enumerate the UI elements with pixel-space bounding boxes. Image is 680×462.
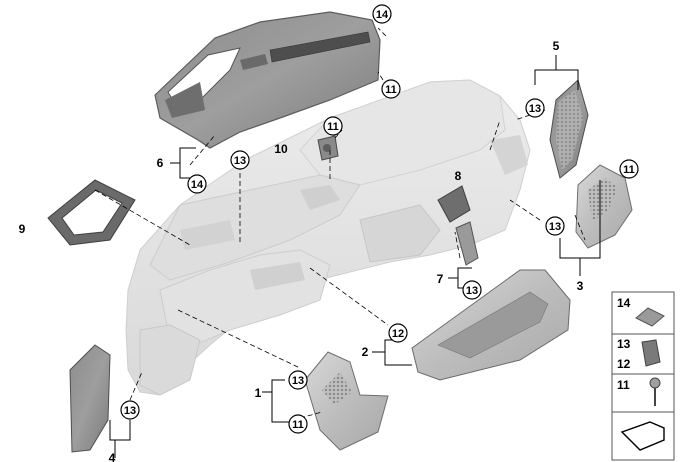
small-bracket bbox=[437, 185, 471, 223]
ref-6: 6 bbox=[157, 156, 164, 170]
ref-7: 7 bbox=[437, 272, 444, 286]
sensor-part bbox=[317, 135, 339, 161]
svg-text:11: 11 bbox=[623, 164, 635, 176]
end-cap bbox=[69, 344, 111, 453]
vent-trim-left bbox=[304, 351, 389, 451]
callout-14-top: 14 bbox=[372, 4, 392, 24]
svg-text:11: 11 bbox=[327, 121, 339, 133]
callout-11-cover: 11 bbox=[381, 79, 401, 99]
callout-13-bracket: 13 bbox=[462, 280, 482, 300]
callout-14-left: 14 bbox=[187, 174, 207, 194]
legend-label-12: 12 bbox=[617, 357, 631, 371]
svg-text:11: 11 bbox=[292, 419, 304, 431]
fastener-legend: 14 13 12 11 bbox=[611, 291, 675, 461]
callout-11-center: 11 bbox=[323, 116, 343, 136]
svg-text:13: 13 bbox=[466, 285, 478, 297]
legend-label-14: 14 bbox=[617, 296, 631, 310]
svg-text:13: 13 bbox=[292, 375, 304, 387]
callout-11-vent: 11 bbox=[619, 159, 639, 179]
ref-10: 10 bbox=[274, 142, 288, 156]
svg-text:12: 12 bbox=[392, 328, 404, 340]
svg-text:13: 13 bbox=[549, 221, 561, 233]
vent-trim-right bbox=[575, 164, 633, 249]
ref-8: 8 bbox=[455, 169, 462, 183]
callout-13-endcap: 13 bbox=[120, 400, 140, 420]
svg-text:11: 11 bbox=[385, 84, 397, 96]
svg-text:13: 13 bbox=[234, 155, 246, 167]
svg-text:13: 13 bbox=[124, 405, 136, 417]
callout-12-trim: 12 bbox=[388, 323, 408, 343]
legend-label-11: 11 bbox=[617, 378, 630, 392]
svg-text:14: 14 bbox=[376, 9, 389, 21]
callout-13-cover: 13 bbox=[230, 150, 250, 170]
ref-1: 1 bbox=[255, 386, 262, 400]
svg-text:14: 14 bbox=[191, 179, 204, 191]
ref-4: 4 bbox=[109, 451, 116, 462]
ref-5: 5 bbox=[553, 39, 560, 53]
trim-frame bbox=[47, 179, 136, 246]
svg-text:13: 13 bbox=[529, 103, 541, 115]
instrument-cluster-cover bbox=[154, 11, 381, 149]
ref-9: 9 bbox=[19, 222, 26, 236]
ref-3: 3 bbox=[577, 279, 584, 293]
callout-13-vent: 13 bbox=[545, 216, 565, 236]
side-cover bbox=[549, 79, 589, 179]
ref-2: 2 bbox=[362, 345, 369, 359]
connector-part bbox=[455, 221, 479, 266]
dashboard-carrier bbox=[125, 79, 531, 396]
callout-13-middle: 13 bbox=[288, 370, 308, 390]
reference-numbers: 1 2 3 4 5 6 7 8 9 10 bbox=[19, 39, 584, 462]
callout-13-side: 13 bbox=[525, 98, 545, 118]
leader-lines bbox=[94, 27, 586, 419]
callouts: 14 11 11 13 14 13 13 13 bbox=[120, 4, 639, 434]
legend-label-13: 13 bbox=[617, 337, 631, 351]
callout-11-left-vent: 11 bbox=[288, 414, 308, 434]
center-trim bbox=[411, 269, 571, 381]
